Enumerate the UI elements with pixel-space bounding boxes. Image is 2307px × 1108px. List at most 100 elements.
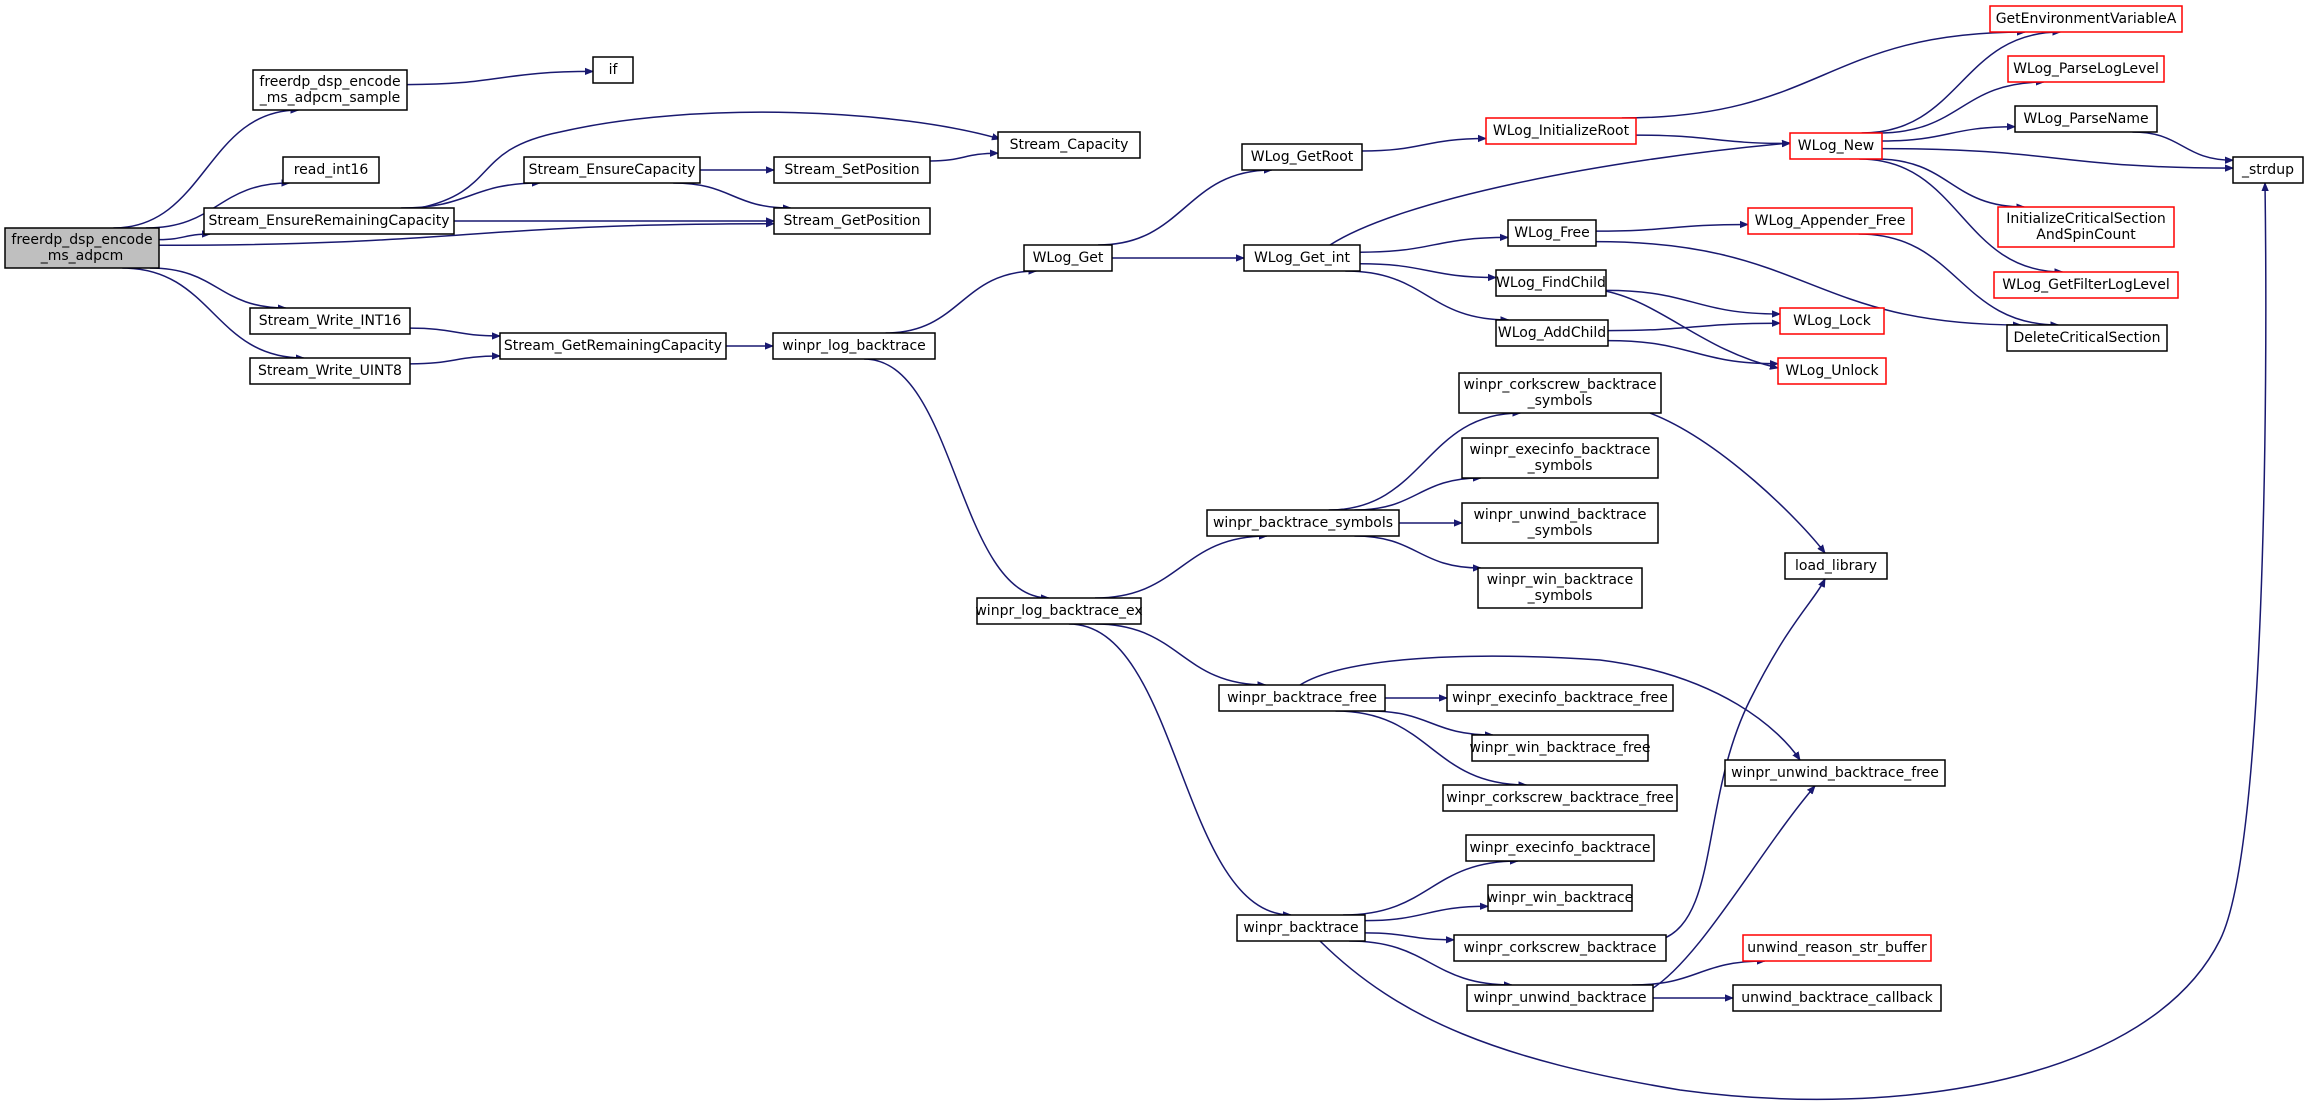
node-delcs[interactable]: DeleteCriticalSection (2006, 324, 2168, 352)
node-sample[interactable]: freerdp_dsp_encode_ms_adpcm_sample (252, 69, 408, 111)
node-if[interactable]: if (592, 56, 634, 84)
node-cs-free[interactable]: winpr_corkscrew_backtrace_free (1442, 784, 1678, 812)
node-box[interactable] (1989, 5, 2183, 33)
node-s-getpos[interactable]: Stream_GetPosition (773, 207, 931, 235)
node-bt-sym[interactable]: winpr_backtrace_symbols (1206, 509, 1400, 537)
node-box[interactable] (1495, 319, 1609, 347)
node-s-cap[interactable]: Stream_Capacity (997, 131, 1141, 159)
node-box[interactable] (1742, 934, 1932, 962)
node-loadlib[interactable]: load_library (1784, 552, 1888, 580)
node-box[interactable] (592, 56, 634, 84)
node-box[interactable] (1458, 372, 1662, 414)
node-box[interactable] (523, 156, 701, 184)
node-w-lb[interactable]: winpr_log_backtrace (772, 332, 936, 360)
node-ex-sym[interactable]: winpr_execinfo_backtrace_symbols (1461, 437, 1659, 479)
node-getfilter[interactable]: WLog_GetFilterLogLevel (1993, 271, 2179, 299)
node-box[interactable] (1507, 219, 1597, 247)
node-box[interactable] (249, 357, 411, 385)
node-strdup[interactable]: _strdup (2232, 156, 2304, 184)
node-box[interactable] (1446, 684, 1674, 712)
node-s-wu8[interactable]: Stream_Write_UINT8 (249, 357, 411, 385)
node-box[interactable] (773, 207, 931, 235)
node-app-free[interactable]: WLog_Appender_Free (1747, 207, 1913, 235)
node-box[interactable] (1732, 984, 1942, 1012)
node-win-sym[interactable]: winpr_win_backtrace_symbols (1477, 567, 1643, 609)
node-box[interactable] (1784, 552, 1888, 580)
node-wlog-new[interactable]: WLog_New (1789, 132, 1883, 160)
node-parselevel[interactable]: WLog_ParseLogLevel (2007, 55, 2165, 83)
node-box[interactable] (1747, 207, 1913, 235)
node-box[interactable] (2014, 105, 2158, 133)
node-box[interactable] (1487, 884, 1633, 912)
node-root[interactable]: freerdp_dsp_encode_ms_adpcm (4, 227, 160, 269)
node-wunlock[interactable]: WLog_Unlock (1777, 357, 1887, 385)
node-box[interactable] (1023, 244, 1113, 272)
node-ex-free[interactable]: winpr_execinfo_backtrace_free (1446, 684, 1674, 712)
node-box[interactable] (249, 307, 411, 335)
node-box[interactable] (1442, 784, 1678, 812)
node-box[interactable] (1206, 509, 1400, 537)
node-win-free[interactable]: winpr_win_backtrace_free (1469, 734, 1651, 762)
node-box[interactable] (1241, 143, 1363, 171)
node-box[interactable] (2006, 324, 2168, 352)
node-uw-sym[interactable]: winpr_unwind_backtrace_symbols (1461, 502, 1659, 544)
node-box[interactable] (499, 332, 727, 360)
node-wlock[interactable]: WLog_Lock (1779, 307, 1885, 335)
node-s-erc[interactable]: Stream_EnsureRemainingCapacity (203, 207, 455, 235)
node-box[interactable] (282, 156, 380, 184)
node-s-ec[interactable]: Stream_EnsureCapacity (523, 156, 701, 184)
node-s-setpos[interactable]: Stream_SetPosition (773, 156, 931, 184)
node-box[interactable] (203, 207, 455, 235)
node-s-wi16[interactable]: Stream_Write_INT16 (249, 307, 411, 335)
node-win-bt[interactable]: winpr_win_backtrace (1487, 884, 1633, 912)
node-parsename[interactable]: WLog_ParseName (2014, 105, 2158, 133)
node-wlog-getint[interactable]: WLog_Get_int (1243, 244, 1361, 272)
node-box[interactable] (1243, 244, 1361, 272)
node-bt-free[interactable]: winpr_backtrace_free (1218, 684, 1386, 712)
node-box[interactable] (1997, 206, 2175, 248)
node-wlog-get[interactable]: WLog_Get (1023, 244, 1113, 272)
node-box[interactable] (1779, 307, 1885, 335)
node-getenv[interactable]: GetEnvironmentVariableA (1989, 5, 2183, 33)
node-wlog-getroot[interactable]: WLog_GetRoot (1241, 143, 1363, 171)
node-box[interactable] (1495, 269, 1607, 297)
node-uw-bt[interactable]: winpr_unwind_backtrace (1466, 984, 1654, 1012)
node-box[interactable] (1477, 567, 1643, 609)
node-wlog-free[interactable]: WLog_Free (1507, 219, 1597, 247)
node-uw-reason[interactable]: unwind_reason_str_buffer (1742, 934, 1932, 962)
node-box[interactable] (1461, 437, 1659, 479)
node-box[interactable] (772, 332, 936, 360)
node-box[interactable] (1236, 914, 1366, 942)
node-cs-sym[interactable]: winpr_corkscrew_backtrace_symbols (1458, 372, 1662, 414)
node-read-int16[interactable]: read_int16 (282, 156, 380, 184)
node-box[interactable] (1218, 684, 1386, 712)
node-uw-free[interactable]: winpr_unwind_backtrace_free (1724, 759, 1946, 787)
node-box[interactable] (1466, 984, 1654, 1012)
node-box[interactable] (4, 227, 160, 269)
node-wlog-initroot[interactable]: WLog_InitializeRoot (1485, 117, 1637, 145)
node-s-grc[interactable]: Stream_GetRemainingCapacity (499, 332, 727, 360)
node-box[interactable] (1724, 759, 1946, 787)
node-box[interactable] (2232, 156, 2304, 184)
node-box[interactable] (1993, 271, 2179, 299)
node-box[interactable] (976, 597, 1142, 625)
node-box[interactable] (1485, 117, 1637, 145)
node-bt[interactable]: winpr_backtrace (1236, 914, 1366, 942)
node-findchild[interactable]: WLog_FindChild (1495, 269, 1607, 297)
node-uw-cb[interactable]: unwind_backtrace_callback (1732, 984, 1942, 1012)
node-box[interactable] (1471, 734, 1649, 762)
node-ex-bt[interactable]: winpr_execinfo_backtrace (1465, 834, 1655, 862)
node-box[interactable] (252, 69, 408, 111)
node-box[interactable] (773, 156, 931, 184)
node-box[interactable] (1461, 502, 1659, 544)
node-box[interactable] (1465, 834, 1655, 862)
node-box[interactable] (2007, 55, 2165, 83)
node-box[interactable] (997, 131, 1141, 159)
node-addchild[interactable]: WLog_AddChild (1495, 319, 1609, 347)
node-lb-ex[interactable]: winpr_log_backtrace_ex (975, 597, 1143, 625)
node-cs-bt[interactable]: winpr_corkscrew_backtrace (1453, 934, 1667, 962)
node-box[interactable] (1453, 934, 1667, 962)
node-box[interactable] (1777, 357, 1887, 385)
node-box[interactable] (1789, 132, 1883, 160)
